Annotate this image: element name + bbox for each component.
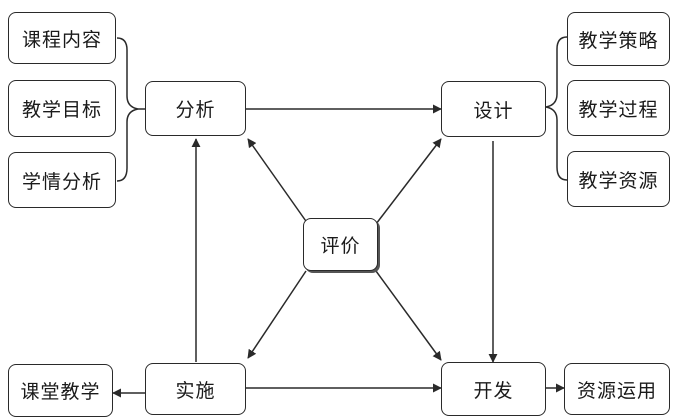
output-resource-application: 资源运用 — [564, 363, 670, 415]
input-teaching-objectives: 教学目标 — [8, 80, 116, 137]
analysis-input-brace — [116, 37, 139, 182]
arrow-evaluation-to-design — [375, 138, 442, 225]
input-learner-analysis: 学情分析 — [8, 152, 116, 208]
output-teaching-resources: 教学资源 — [567, 151, 670, 207]
output-classroom-teaching: 课堂教学 — [8, 364, 113, 417]
output-teaching-process: 教学过程 — [567, 80, 670, 136]
output-teaching-strategy: 教学策略 — [567, 12, 670, 66]
arrow-evaluation-to-implementation — [247, 270, 307, 359]
node-design: 设计 — [441, 81, 546, 137]
node-implementation: 实施 — [145, 363, 246, 415]
design-output-brace — [545, 36, 568, 181]
arrow-evaluation-to-analysis — [247, 138, 309, 225]
arrow-evaluation-to-development — [375, 270, 442, 361]
node-evaluation: 评价 — [303, 218, 378, 271]
input-course-content: 课程内容 — [8, 12, 116, 64]
node-analysis: 分析 — [145, 81, 246, 136]
node-development: 开发 — [441, 362, 546, 416]
